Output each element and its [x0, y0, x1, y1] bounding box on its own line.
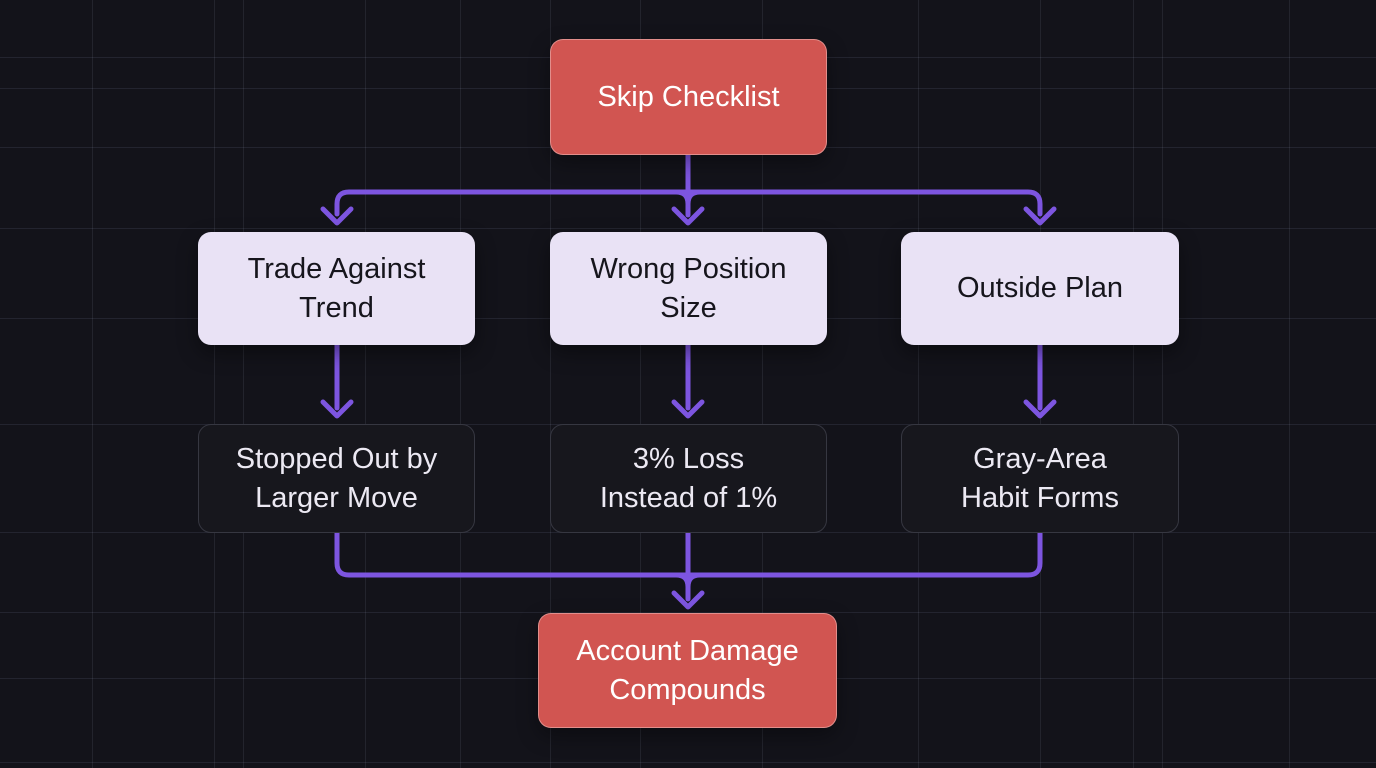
arrowhead-branch-left — [320, 206, 354, 226]
node-3pct-loss-label: 3% Loss Instead of 1% — [599, 443, 778, 514]
arrowhead-outcome — [671, 590, 705, 610]
connector-merge-fillet — [673, 572, 703, 590]
grid-line-vertical — [365, 0, 366, 768]
connector-merge-rail — [334, 530, 1043, 578]
node-gray-area-habit-label: Gray-Area Habit Forms — [961, 443, 1119, 514]
grid-line-vertical — [1289, 0, 1290, 768]
node-account-damage: Account Damage Compounds — [538, 613, 837, 728]
node-wrong-position-size: Wrong Position Size — [550, 232, 827, 345]
node-account-damage-label: Account Damage Compounds — [576, 635, 799, 706]
grid-line-vertical — [243, 0, 244, 768]
node-stopped-out-label: Stopped Out by Larger Move — [235, 443, 438, 514]
grid-line-vertical — [214, 0, 215, 768]
arrowhead-effect-right — [1023, 399, 1057, 419]
grid-line-vertical — [1162, 0, 1163, 768]
grid-line-vertical — [918, 0, 919, 768]
grid-line-vertical — [460, 0, 461, 768]
node-outside-plan-label: Outside Plan — [956, 272, 1124, 305]
node-stopped-out: Stopped Out by Larger Move — [198, 424, 475, 533]
grid-line-horizontal — [0, 228, 1376, 229]
arrowhead-root-center — [671, 206, 705, 226]
grid-line-vertical — [1040, 0, 1041, 768]
arrowhead-effect-left — [320, 399, 354, 419]
connector-branch-rail — [334, 189, 1043, 217]
node-gray-area-habit: Gray-Area Habit Forms — [901, 424, 1179, 533]
node-trade-against-trend: Trade Against Trend — [198, 232, 475, 345]
arrowhead-branch-right — [1023, 206, 1057, 226]
grid-line-vertical — [1133, 0, 1134, 768]
grid-line-vertical — [92, 0, 93, 768]
node-wrong-position-size-label: Wrong Position Size — [590, 253, 787, 324]
node-outside-plan: Outside Plan — [901, 232, 1179, 345]
connector-branch-fillet — [673, 189, 703, 207]
node-skip-checklist: Skip Checklist — [550, 39, 827, 155]
node-3pct-loss: 3% Loss Instead of 1% — [550, 424, 827, 533]
node-skip-checklist-label: Skip Checklist — [597, 80, 780, 113]
node-trade-against-trend-label: Trade Against Trend — [247, 253, 426, 324]
grid-line-horizontal — [0, 762, 1376, 763]
arrowhead-effect-center — [671, 399, 705, 419]
